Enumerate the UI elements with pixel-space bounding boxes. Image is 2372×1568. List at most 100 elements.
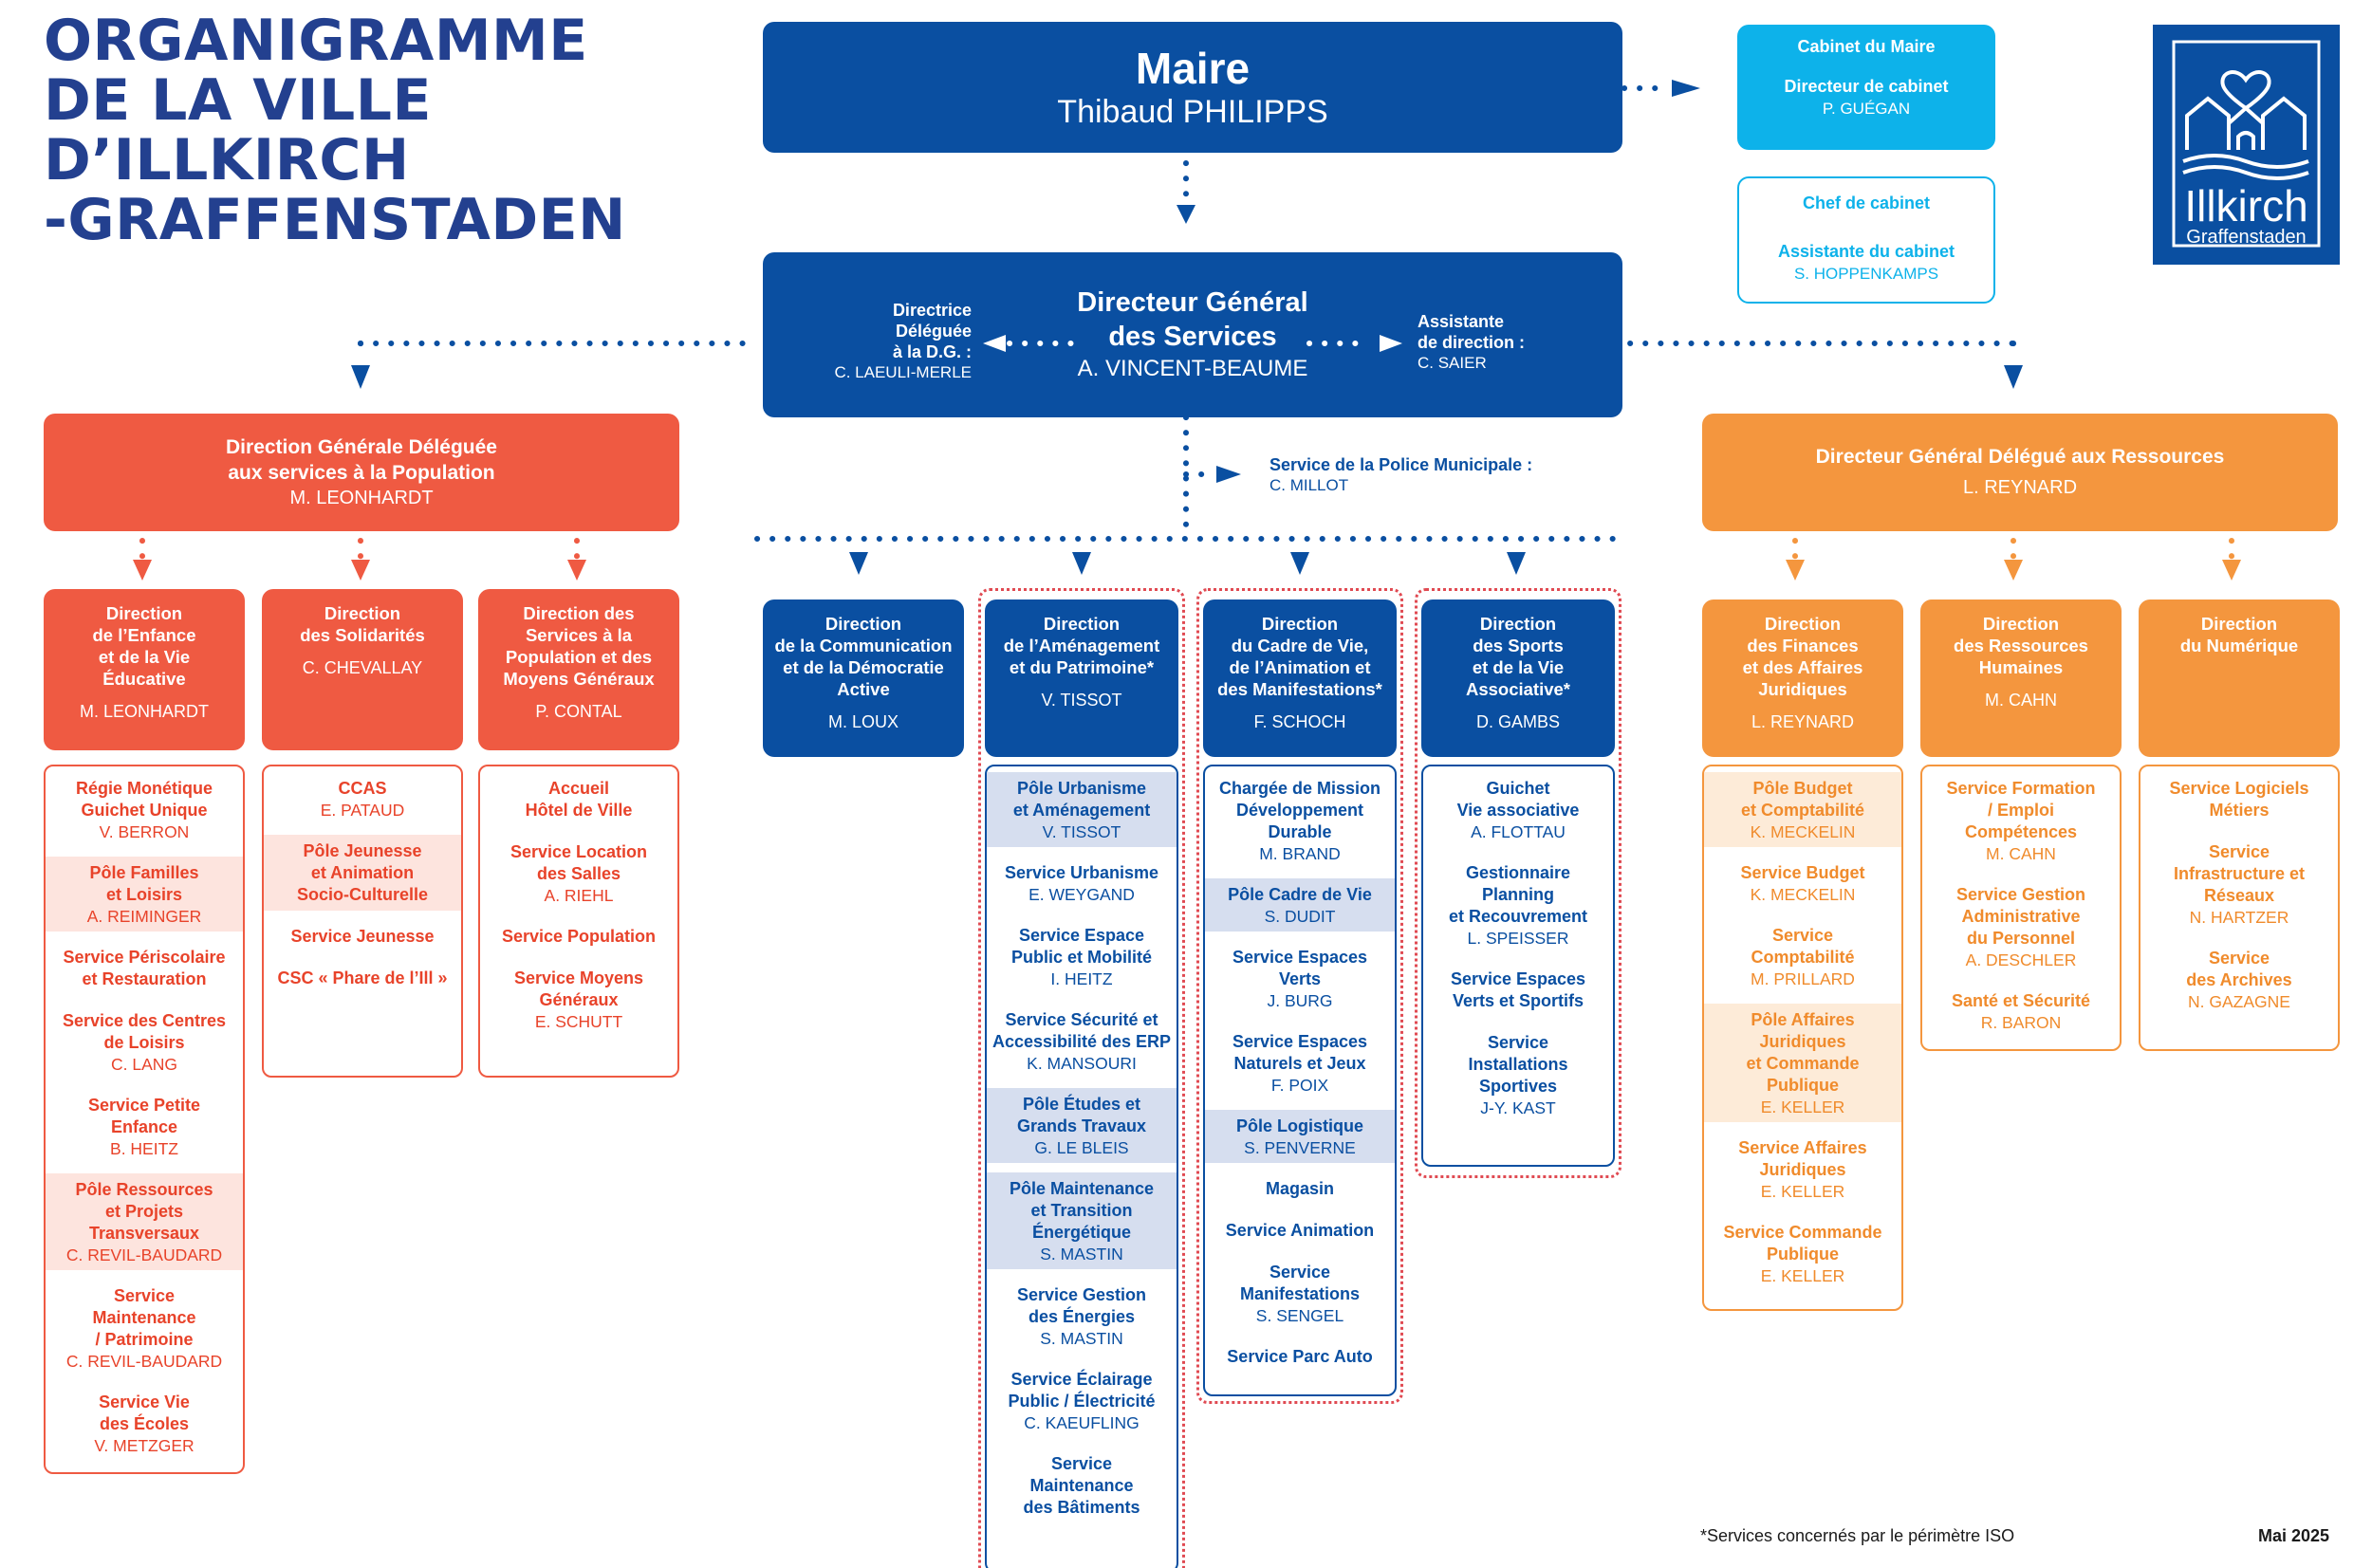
service-label: Service Population [501, 927, 657, 946]
service-head-name: E. KELLER [1760, 1098, 1845, 1116]
service-head-name: A. DESCHLER [1965, 950, 2077, 969]
direction-title-line: Direction [2200, 614, 2278, 634]
dgd-population-name: M. LEONHARDT [289, 488, 434, 508]
service-item: CSC « Phare de l’Ill » [264, 962, 461, 994]
service-item: CCAS E. PATAUD [264, 772, 461, 825]
service-label: Naturels et Jeux [1233, 1054, 1366, 1073]
police-name: C. MILLOT [1269, 476, 1349, 494]
dgs-assistante: Assistante de direction : C. SAIER [1418, 311, 1607, 374]
service-label: Planning [1482, 885, 1554, 904]
service-label: Pôle Logistique [1235, 1116, 1363, 1135]
service-label: Compétences [1964, 822, 2078, 841]
service-label: Service Urbanisme [1004, 863, 1159, 882]
service-label: Juridiques [1759, 1032, 1846, 1051]
service-label: Service Location [510, 842, 648, 861]
service-label: des Énergies [1028, 1307, 1136, 1326]
service-label: Service Petite [87, 1096, 201, 1115]
service-label: Juridiques [1759, 1160, 1846, 1179]
service-label: Magasin [1265, 1179, 1335, 1198]
dgs-deleguee-line: à la D.G. : [892, 342, 972, 361]
service-item: Service Animation [1205, 1214, 1395, 1246]
service-label: Public / Électricité [1008, 1392, 1156, 1411]
service-label: de Loisirs [103, 1033, 185, 1052]
direction-title-line: Direction [1764, 614, 1842, 634]
direction-title-line: Direction [1479, 614, 1557, 634]
service-label: Installations [1468, 1055, 1568, 1074]
service-label: des Bâtiments [1023, 1498, 1140, 1517]
service-head-name: C. LANG [110, 1055, 178, 1074]
service-head-name: S. DUDIT [1264, 907, 1336, 926]
direction-title-line: Direction des [523, 603, 635, 623]
service-label: Pôle Affaires [1751, 1010, 1855, 1029]
service-label: Service Logiciels [2169, 779, 2309, 798]
service-label: Vie associative [1456, 801, 1580, 820]
service-label: Service Affaires [1738, 1138, 1867, 1157]
service-label: Verts [1278, 969, 1322, 988]
service-label: des Salles [536, 864, 621, 883]
direction-title-line: Juridiques [1758, 679, 1847, 699]
direction-title-line: Services à la [525, 625, 633, 645]
service-label: Santé et Sécurité [1951, 991, 2091, 1010]
dgs-title: des Services [1108, 322, 1277, 352]
dgs-box: Directeur Général des Services A. VINCEN… [763, 252, 1622, 417]
direction-title-line: de l’Aménagement [1003, 636, 1160, 655]
service-label: Socio-Culturelle [296, 885, 428, 904]
service-label: Service des Centres [62, 1011, 227, 1030]
direction-head-name: D. GAMBS [1475, 712, 1560, 731]
service-label: Manifestations [1239, 1284, 1361, 1303]
service-head-name: I. HEITZ [1050, 969, 1113, 988]
service-head-name: K. MECKELIN [1750, 885, 1856, 904]
direction-title-line: des Solidarités [300, 625, 425, 645]
direction-title-line: Humaines [1978, 657, 2064, 677]
chef-cabinet-box: Chef de cabinet Assistante du cabinet S.… [1737, 176, 1995, 304]
service-label: Pôle Études et [1022, 1095, 1141, 1114]
direction-title-line: et du Patrimoine* [1009, 657, 1155, 677]
service-label: Service Commande [1723, 1223, 1882, 1242]
service-label: Public et Mobilité [1010, 948, 1152, 967]
service-label: CCAS [338, 779, 387, 798]
service-label: Service Gestion [1955, 885, 2086, 904]
service-label: et Aménagement [1012, 801, 1151, 820]
direction-title-line: du Numérique [2179, 636, 2299, 655]
service-head-name: S. MASTIN [1040, 1245, 1123, 1264]
service-head-name: M. CAHN [1986, 844, 2056, 863]
service-label: Développement [1235, 801, 1364, 820]
service-label: Gestionnaire [1465, 863, 1571, 882]
direction-title-line: Moyens Généraux [503, 669, 655, 689]
service-head-name: M. BRAND [1259, 844, 1341, 863]
dgs-name: A. VINCENT-BEAUME [1077, 356, 1308, 381]
dgd-population-title: aux services à la Population [228, 462, 495, 484]
service-label: Généraux [539, 990, 619, 1009]
service-head-name: J-Y. KAST [1480, 1098, 1556, 1117]
service-label: Service [1771, 926, 1834, 945]
direction-title-line: Associative* [1465, 679, 1571, 699]
police-title: Service de la Police Municipale : [1269, 455, 1533, 474]
service-label: Régie Monétique [75, 779, 213, 798]
direction-title-line: du Cadre de Vie, [1231, 636, 1369, 655]
dgs-deleguee-name: C. LAEULI-MERLE [834, 363, 972, 381]
page-title: ORGANIGRAMME DE LA VILLE D’ILLKIRCH -GRA… [44, 11, 626, 250]
logo-name: Illkirch [2184, 181, 2308, 231]
service-label: Transversaux [88, 1224, 200, 1243]
title-line: -GRAFFENSTADEN [44, 187, 626, 253]
direction-title-line: de la Communication [774, 636, 953, 655]
service-head-name: E. PATAUD [320, 801, 405, 820]
service-head-name: E. SCHUTT [534, 1012, 623, 1031]
